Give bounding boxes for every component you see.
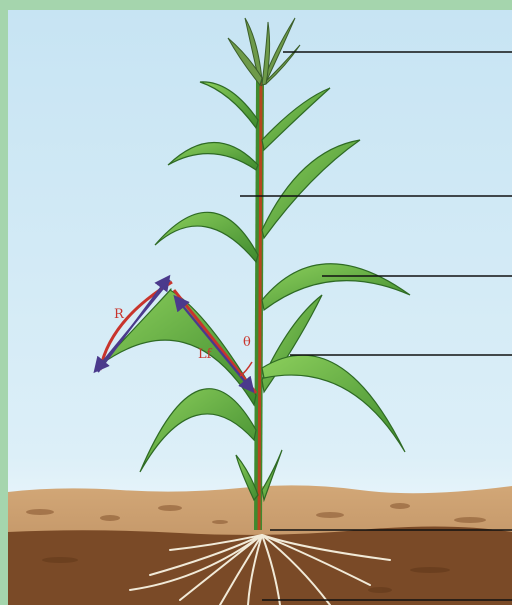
r-label: R	[114, 307, 125, 322]
theta-label: θ	[243, 335, 251, 350]
lf-label: Lf	[198, 347, 213, 362]
